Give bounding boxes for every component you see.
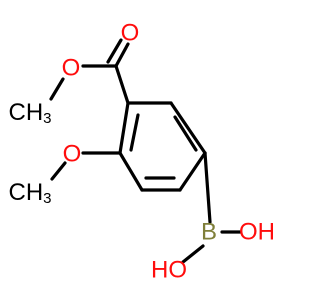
ester-methyl-bond xyxy=(49,77,65,101)
methoxy-oxygen-label: O xyxy=(63,141,82,168)
ring-bond-c3-c4 xyxy=(178,151,207,192)
hydroxyl-oh-label: OH xyxy=(239,219,275,246)
boron-label: B xyxy=(201,219,217,246)
carbonyl-oxygen-label: O xyxy=(121,20,140,47)
bonds xyxy=(49,38,242,264)
chemical-structure-diagram: O O CH3 O CH3 B OH HO xyxy=(8,20,275,284)
ring-bond-c2-c3 xyxy=(169,101,207,155)
ring-double-bond-inner-3 xyxy=(129,113,140,152)
hydroxyl-ho-label: HO xyxy=(151,257,187,284)
methoxy-methyl-bond xyxy=(50,161,67,181)
ester-carbon-bond xyxy=(114,64,130,105)
atom-labels: O O CH3 O CH3 B OH HO xyxy=(8,20,275,284)
ester-methyl-label: CH3 xyxy=(8,99,51,127)
boron-ho-bond xyxy=(181,244,205,264)
ester-oxygen-label: O xyxy=(62,55,81,82)
carbon-boron-bond xyxy=(203,151,212,224)
carbonyl-double-bond-a xyxy=(114,42,130,68)
methoxy-methyl-label: CH3 xyxy=(8,179,51,207)
ring-bond-c6-c1 xyxy=(118,101,130,155)
ring-bond-c5-c6 xyxy=(118,151,144,192)
ring-double-bond-inner-1 xyxy=(173,115,198,152)
carbonyl-double-bond-b xyxy=(106,38,123,64)
